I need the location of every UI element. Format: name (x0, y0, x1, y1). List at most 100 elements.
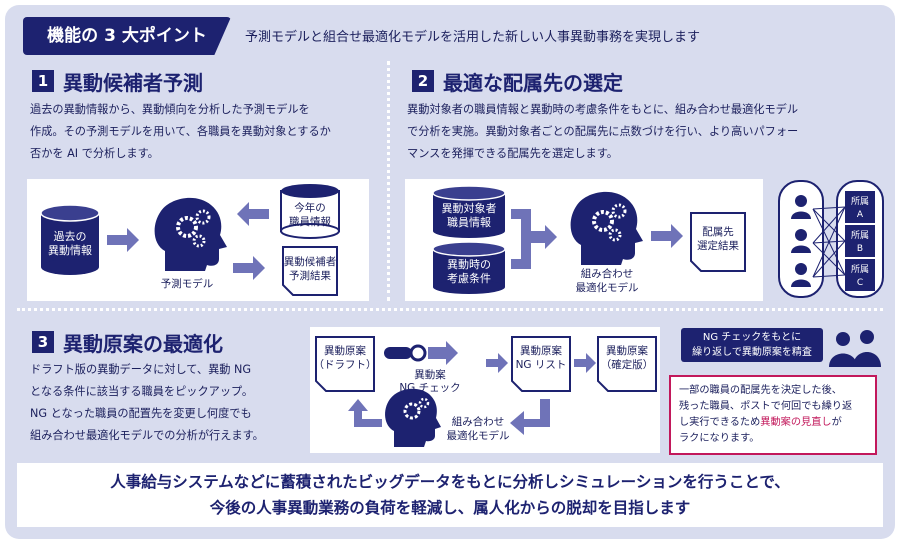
note-line: 一部の職員の配属先を決定した後、 (679, 385, 842, 396)
final-label-2: （確定版） (601, 358, 654, 371)
opt-model-label-2: 最適化モデル (576, 281, 639, 294)
past-data-database-icon: 過去の 異動情報 (40, 204, 100, 275)
section2-line: マンスを発揮できる配属先を選定します。 (407, 147, 618, 160)
input2-label-2: 考慮条件 (447, 271, 491, 285)
staff-data-database-icon: 異動対象者 職員情報 (432, 185, 506, 238)
return-arrow-icon (510, 399, 550, 435)
nglist-label-2: NG リスト (516, 359, 567, 371)
nglist-label-1: 異動原案 (520, 344, 562, 357)
arrow-right-icon (651, 224, 683, 248)
arrow-left-icon (237, 202, 269, 226)
ng-callout-line: NG チェックをもとに (702, 332, 802, 343)
section2-line: 異動対象者の職員情報と異動時の考慮条件をもとに、組み合わせ最適化モデル (407, 103, 799, 116)
ng-list-document-icon: 異動原案 NG リスト (511, 336, 571, 392)
ai-head-icon (385, 388, 441, 447)
section3-title: 異動原案の最適化 (63, 332, 223, 356)
assignment-diagram-svg: 所属 A 所属 B 所属 C (778, 180, 884, 298)
section3-diagram-svg: 異動原案 （ドラフト） 異動案 NG チェック 異動原案 NG リスト 異動原案… (314, 336, 657, 447)
final-label-1: 異動原案 (606, 344, 648, 357)
summary-line-1: 人事給与システムなどに蓄積されたビッグデータをもとに分析しシミュレーションを行う… (110, 473, 790, 491)
section2-diagram-svg: 異動対象者 職員情報 異動時の 考慮条件 組み合わせ 最適化モデル (432, 185, 746, 294)
dept-a-letter: A (857, 210, 864, 220)
note-text: し実行できるため (679, 417, 761, 428)
section3-diagram: 異動原案 （ドラフト） 異動案 NG チェック 異動原案 NG リスト 異動原案… (310, 327, 660, 453)
ng-callout: NG チェックをもとに 繰り返しで異動原案を精査 (681, 328, 823, 362)
this-year-label-2: 職員情報 (289, 215, 331, 228)
note-text: が (831, 417, 842, 428)
people-icon (829, 330, 881, 367)
section3-number: 3 (32, 331, 54, 353)
section2-title: 最適な配属先の選定 (443, 71, 623, 95)
ai-head-icon (570, 191, 643, 265)
prediction-model-label: 予測モデル (161, 277, 214, 290)
dept-c-letter: C (857, 278, 863, 288)
section1-line: 過去の異動情報から、異動傾向を分析した予測モデルを (30, 103, 310, 116)
infographic-panel: 機能の 3 大ポイント 予測モデルと組合せ最適化モデルを活用した新しい人事異動事… (5, 5, 895, 539)
note-line-highlight: し実行できるため異動案の見直しが (679, 415, 867, 431)
result-document-icon: 異動候補者 予測結果 (282, 246, 338, 296)
note-line: ラクになります。 (679, 433, 760, 444)
department-b: 所属 B (845, 225, 875, 257)
arrow-right-icon (107, 228, 139, 252)
section1-title: 異動候補者予測 (63, 71, 203, 95)
past-data-label-2: 異動情報 (48, 243, 92, 257)
arrow-right-icon (233, 256, 265, 280)
draft-document-icon: 異動原案 （ドラフト） (314, 336, 377, 392)
arrow-right-icon (574, 353, 596, 373)
staff-data-database-icon: 今年の 職員情報 (280, 184, 340, 239)
dept-b-label: 所属 (851, 230, 869, 241)
person-icon (791, 229, 811, 253)
assignment-lines (812, 206, 846, 278)
person-icon (791, 195, 811, 219)
this-year-label-1: 今年の (294, 201, 326, 214)
section1-line: 作成。その予測モデルを用いて、各職員を異動対象とするか (30, 125, 331, 138)
result-label-2: 予測結果 (289, 269, 331, 282)
conditions-database-icon: 異動時の 考慮条件 (432, 241, 506, 294)
section3-text: ドラフト版の異動データに対して、異動 NG となる条件に該当する職員をピックアッ… (30, 359, 310, 447)
section1-diagram-svg: 過去の 異動情報 予測モデル 今年の 職員情報 (40, 184, 340, 296)
assignment-diagram: 所属 A 所属 B 所属 C (777, 179, 889, 301)
ai-head-icon (154, 197, 227, 271)
result2-label-2: 選定結果 (697, 239, 739, 252)
dept-c-label: 所属 (851, 264, 869, 275)
section2-number: 2 (412, 70, 434, 92)
section1-line: 否かを AI で分析します。 (30, 147, 159, 160)
section1-number: 1 (32, 70, 54, 92)
check-label-1: 異動案 (414, 368, 446, 381)
result-document-icon: 配属先 選定結果 (690, 212, 746, 272)
final-document-icon: 異動原案 （確定版） (597, 336, 657, 392)
note-highlight: 異動案の見直し (760, 417, 832, 428)
merge-arrow-icon (511, 209, 557, 269)
section2-text: 異動対象者の職員情報と異動時の考慮条件をもとに、組み合わせ最適化モデル で分析を… (407, 99, 887, 165)
summary-box: 人事給与システムなどに蓄積されたビッグデータをもとに分析しシミュレーションを行う… (17, 463, 883, 527)
magnifier-icon (384, 341, 458, 365)
ng-callout-line: 繰り返しで異動原案を精査 (692, 347, 812, 358)
section2-diagram: 異動対象者 職員情報 異動時の 考慮条件 組み合わせ 最適化モデル (405, 179, 763, 301)
section3-line: ドラフト版の異動データに対して、異動 NG (30, 363, 252, 376)
opt-model-label-1: 組み合わせ (581, 267, 634, 280)
draft-label-2: （ドラフト） (314, 359, 377, 371)
note-line: 残った職員、ポストで何回でも繰り返 (679, 401, 853, 412)
opt3-label-1: 組み合わせ (452, 415, 505, 428)
section3-line: NG となった職員の配置先を変更し何度でも (30, 407, 252, 420)
header-subtitle: 予測モデルと組合せ最適化モデルを活用した新しい人事異動事務を実現します (245, 30, 701, 45)
person-icon (791, 263, 811, 287)
past-data-label-1: 過去の (54, 230, 87, 243)
section1-text: 過去の異動情報から、異動傾向を分析した予測モデルを 作成。その予測モデルを用いて… (30, 99, 380, 165)
header-tag: 機能の 3 大ポイント (23, 17, 231, 55)
dept-a-label: 所属 (851, 196, 869, 207)
input1-label-1: 異動対象者 (442, 201, 497, 215)
summary-line-2: 今後の人事異動業務の負荷を軽減し、属人化からの脱却を目指します (209, 499, 691, 517)
result2-label-1: 配属先 (702, 226, 734, 238)
divider-horizontal (17, 308, 883, 311)
input2-label-1: 異動時の (447, 257, 491, 271)
input1-label-2: 職員情報 (447, 216, 491, 229)
divider-vertical (387, 61, 390, 301)
department-c: 所属 C (845, 259, 875, 291)
dept-b-letter: B (857, 244, 863, 254)
draft-label-1: 異動原案 (324, 344, 366, 357)
arrow-right-icon (486, 353, 508, 373)
section3-line: となる条件に該当する職員をピックアップ。 (30, 385, 254, 398)
result-label-1: 異動候補者 (284, 255, 337, 268)
section1-diagram: 過去の 異動情報 予測モデル 今年の 職員情報 (27, 179, 369, 301)
